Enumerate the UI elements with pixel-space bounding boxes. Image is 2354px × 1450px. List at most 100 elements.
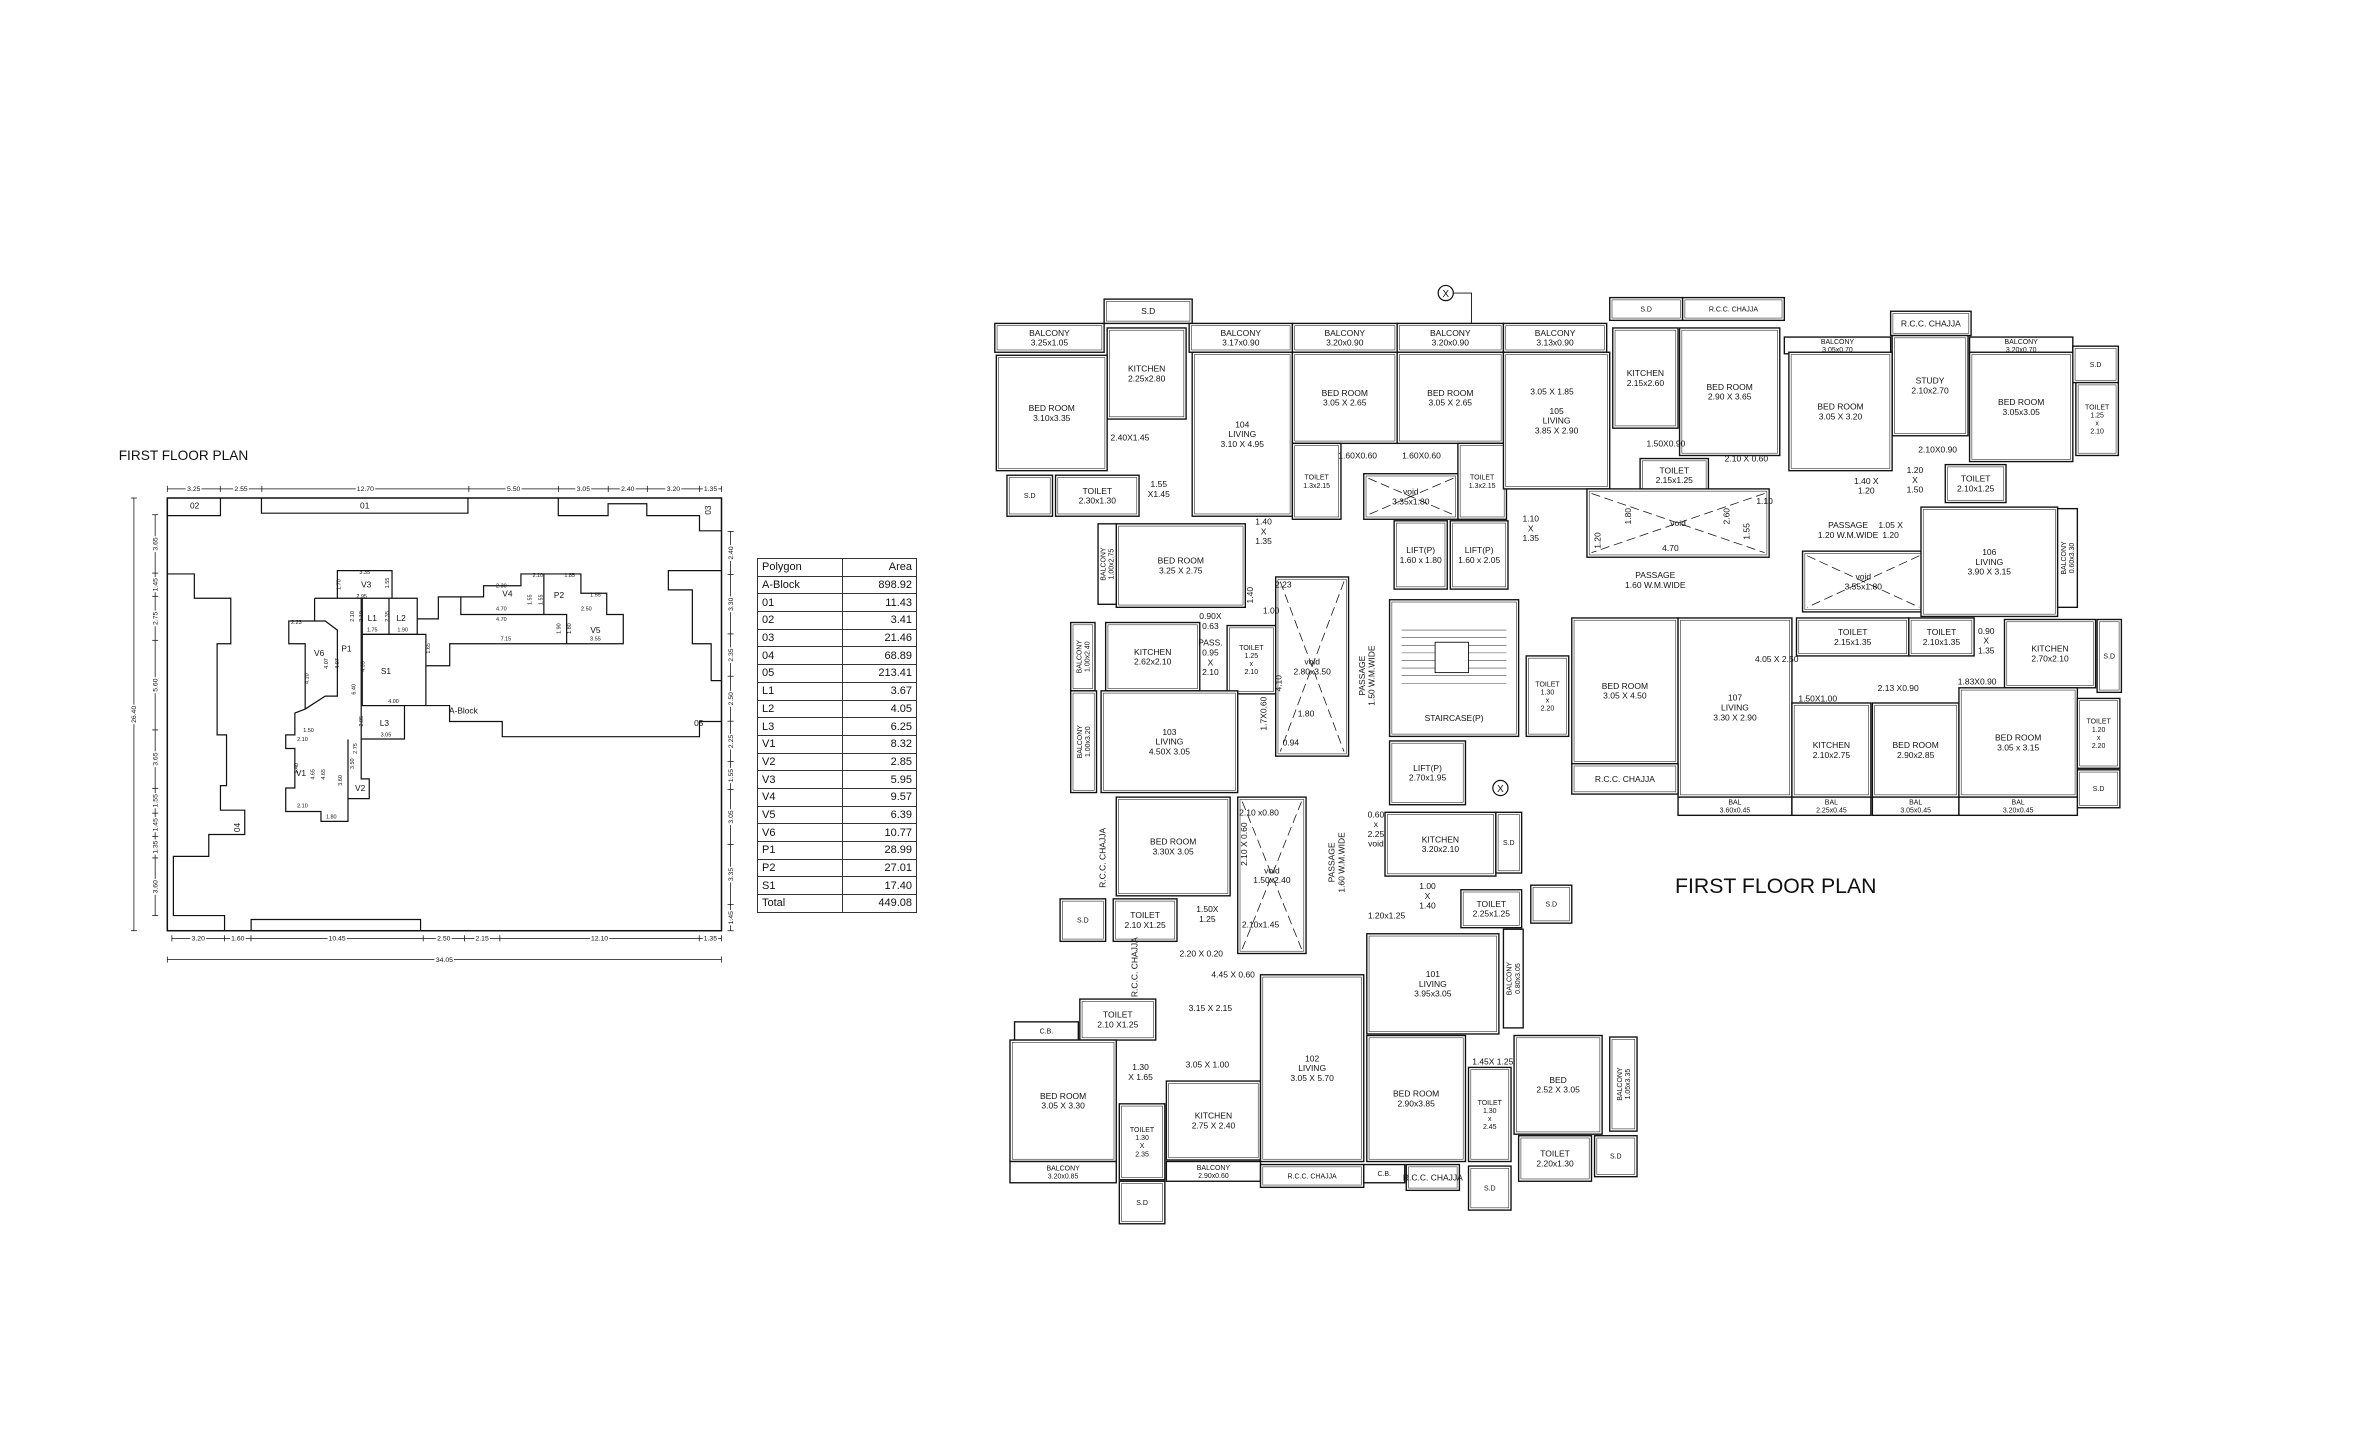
inner-dimension: 2.50 <box>581 606 592 612</box>
room-label: BALCONY <box>1535 328 1576 338</box>
room-text: R.C.C. CHAJJA <box>1129 937 1139 997</box>
site-polygon-edge <box>361 704 406 740</box>
room-wall <box>1106 327 1187 420</box>
cell-area: 10.77 <box>841 823 918 842</box>
room-labels: BALCONY3.25x1.05S.DKITCHEN2.25x2.80BALCO… <box>1024 306 2115 1207</box>
room-label: R.C.C. CHAJJA <box>1129 937 1139 997</box>
room-wall <box>1396 351 1505 445</box>
cell-polygon: L2 <box>757 699 843 719</box>
inner-dimension: 6.40 <box>352 684 358 695</box>
room-label: TOILET <box>1476 899 1506 909</box>
room-label: R.C.C. CHAJJA <box>1098 828 1108 888</box>
room-label: S.D <box>1503 840 1515 847</box>
room-label: BALCONY <box>1076 640 1083 674</box>
room-label: TOILET <box>1540 1149 1570 1159</box>
room-wall <box>1944 463 2007 504</box>
dimension-label: 2.25 <box>728 735 735 748</box>
room-wall <box>1871 702 1960 798</box>
room-wall-inner <box>1386 814 1494 875</box>
grid-marker-label: X <box>1442 289 1449 300</box>
room-text: 0.94 <box>1283 737 1300 747</box>
room-wall <box>1449 520 1509 590</box>
room-wall-inner <box>2077 384 2117 454</box>
dimension-label: 26.40 <box>131 706 138 723</box>
room-label: 1.60 x 2.05 <box>1458 555 1500 565</box>
polygon-label: P2 <box>554 590 565 600</box>
room-label: X <box>1208 657 1214 667</box>
room-wall-inner <box>1062 900 1104 940</box>
polygon-label: P1 <box>341 643 352 653</box>
room-label: S.D <box>1610 1154 1622 1161</box>
stair-well <box>1434 641 1469 674</box>
room-label: 2.20 <box>2092 743 2106 750</box>
room-wall-inner <box>2006 621 2094 686</box>
room-label: 2.20 X 0.20 <box>1180 948 1224 958</box>
room-label: S.D <box>1545 902 1557 909</box>
inner-dimension: 3.60 <box>338 775 344 786</box>
room-wall <box>1291 442 1342 520</box>
room-label: PASSAGE <box>1357 655 1367 695</box>
room-wall <box>1795 617 1910 657</box>
room-wall <box>1118 1180 1166 1225</box>
room-wall-inner <box>998 357 1106 469</box>
room-wall-inner <box>1008 477 1051 515</box>
room-label: 3.05x3.05 <box>2003 407 2041 417</box>
dimension-label: 1.55 <box>728 769 735 782</box>
dimension-label: 3.05 <box>728 810 735 823</box>
polygon-label: 02 <box>190 501 200 511</box>
room-label: PASSAGE <box>1828 520 1868 530</box>
room-wall-inner <box>1239 799 1305 952</box>
room-label: 3.05 X 1.85 <box>1530 387 1574 397</box>
room-text: S.D <box>1545 902 1557 909</box>
room-outline <box>1100 690 1239 794</box>
polygon-label: 01 <box>360 501 370 511</box>
site-polygon-edge <box>260 498 469 514</box>
polygon-label: A-Block <box>449 706 479 716</box>
room-outline <box>1944 463 2007 504</box>
room-wall-inner <box>996 325 1103 351</box>
room-wall-inner <box>1874 704 1957 796</box>
room-outline <box>1801 550 1925 613</box>
dimension-label: 1.35 <box>704 486 717 493</box>
room-label: 2.10x1.25 <box>1957 483 1995 493</box>
dimension-label: 2.40 <box>728 546 735 559</box>
room-label: 2.52 X 3.05 <box>1536 1085 1580 1095</box>
room-label: 1.60 x 1.80 <box>1400 555 1442 565</box>
inner-dimension: 1.40 <box>294 763 300 774</box>
room-text: LIFT(P)2.70x1.95 <box>1409 763 1447 783</box>
room-text: LIFT(P)1.60 x 2.05 <box>1458 545 1500 565</box>
room-label: TOILET <box>1659 465 1689 475</box>
room-text: 2.10 X 0.60 <box>1239 822 1249 866</box>
room-label: 1.20 <box>1907 465 1924 475</box>
room-label: KITCHEN <box>1422 834 1459 844</box>
room-text: 2.13 X0.90 <box>1878 683 1919 693</box>
room-label: R.C.C. CHAJJA <box>1901 318 1961 328</box>
room-wall <box>1968 351 2074 463</box>
room-outline <box>2096 618 2123 694</box>
room-wall <box>1388 740 1467 806</box>
room-label: 2.10 <box>2090 429 2104 436</box>
room-wall <box>1530 884 1573 924</box>
room-label: 2.62x2.10 <box>1134 657 1172 667</box>
room-wall <box>2075 381 2120 457</box>
room-label: BED ROOM <box>1998 397 2044 407</box>
room-label: 3.60x0.45 <box>1720 808 1751 815</box>
room-wall <box>1188 322 1294 353</box>
cell-polygon: P2 <box>757 858 843 878</box>
room-text: 2.10 x0.80 <box>1239 807 1279 817</box>
room-outline <box>1106 327 1187 420</box>
room-text: S.D <box>2093 786 2105 793</box>
dimension-label: 1.35 <box>152 840 159 853</box>
inner-dimension: 4.70 <box>496 617 507 623</box>
room-label: S.D <box>1077 918 1089 925</box>
